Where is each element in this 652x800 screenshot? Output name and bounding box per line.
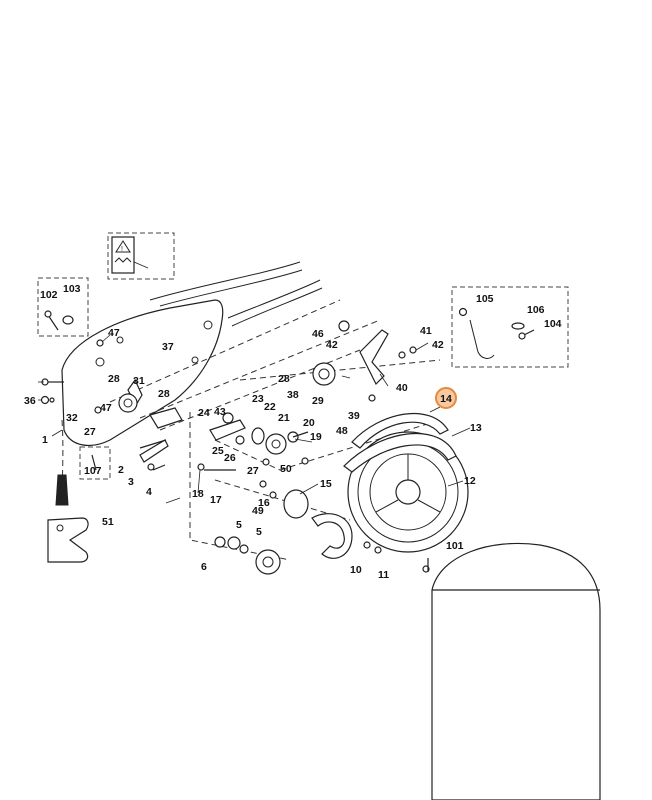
linkage-parts [127,378,246,471]
label-40: 41 [420,325,432,337]
label-27a: 27 [84,426,96,438]
label-13: 13 [470,422,482,434]
label-102: 103 [63,283,81,295]
label-105: 106 [527,304,545,316]
side-housing-plate [55,299,224,506]
large-drive-pulley [347,431,469,553]
label-28a: 28 [108,373,120,385]
v-belt [311,513,353,559]
label-38: 39 [348,410,360,422]
label-6: 6 [201,561,207,573]
label-26: 26 [224,452,236,464]
warning-label-box: ! [107,232,175,280]
label-5a: 5 [236,519,242,531]
label-39: 40 [396,382,408,394]
label-25: 25 [212,445,224,457]
label-42b: 43 [214,406,226,418]
label-12: 12 [464,475,476,487]
label-10: 10 [350,564,362,576]
label-36: 37 [162,341,174,353]
part-labels: 1 2 3 4 5 5 6 10 11 12 13 15 16 17 18 19… [24,283,562,581]
label-15: 15 [320,478,332,490]
label-20: 20 [303,417,315,429]
label-18: 18 [192,488,204,500]
label-2: 2 [118,464,124,476]
label-32: 36 [24,395,36,407]
handle-bars [149,261,323,327]
label-101: 102 [40,289,58,301]
label-46: 47 [108,327,120,339]
label-29: 31 [133,375,145,387]
label-4: 4 [146,486,152,498]
svg-text:!: ! [121,246,123,253]
label-48: 49 [252,505,264,517]
label-42a: 42 [326,339,338,351]
cable-bracket [359,329,389,386]
bolt-kit-box-103-105 [451,286,569,368]
label-37: 38 [287,389,299,401]
label-19: 19 [310,431,322,443]
label-11: 11 [378,569,389,581]
label-104: 105 [476,293,494,305]
label-17: 17 [210,494,222,506]
bolt-kit-box-101-102 [37,277,89,337]
label-3: 3 [128,476,134,488]
label-43: 46 [312,328,324,340]
label-41: 42 [432,339,444,351]
label-106: 107 [84,465,102,477]
label-14: 14 [440,393,452,405]
label-5b: 5 [256,526,262,538]
label-28d: 29 [312,395,324,407]
label-51: 101 [446,540,464,552]
label-47b: 48 [336,425,348,437]
label-49: 50 [280,463,292,475]
bracket-plate [47,517,89,563]
label-50: 51 [102,516,114,528]
engine-housing [431,542,601,800]
label-47a: 47 [100,402,112,414]
label-21: 21 [278,412,290,424]
label-23: 23 [252,393,264,405]
label-22: 22 [264,401,276,413]
bolt-box-106 [79,446,111,480]
fasteners [40,339,430,573]
highlighted-part-14[interactable]: 14 [435,387,457,409]
label-16: 16 [258,497,270,509]
label-31: 32 [66,412,78,424]
pulleys [118,320,350,575]
highlight-circle[interactable] [435,387,457,409]
label-1: 1 [42,434,48,446]
leader-lines [38,334,471,504]
label-28c: 28 [278,373,290,385]
belt-guard [343,412,457,473]
label-103: 104 [544,318,562,330]
label-28b: 28 [158,388,170,400]
label-27b: 27 [247,465,259,477]
label-24: 24 [198,407,210,419]
